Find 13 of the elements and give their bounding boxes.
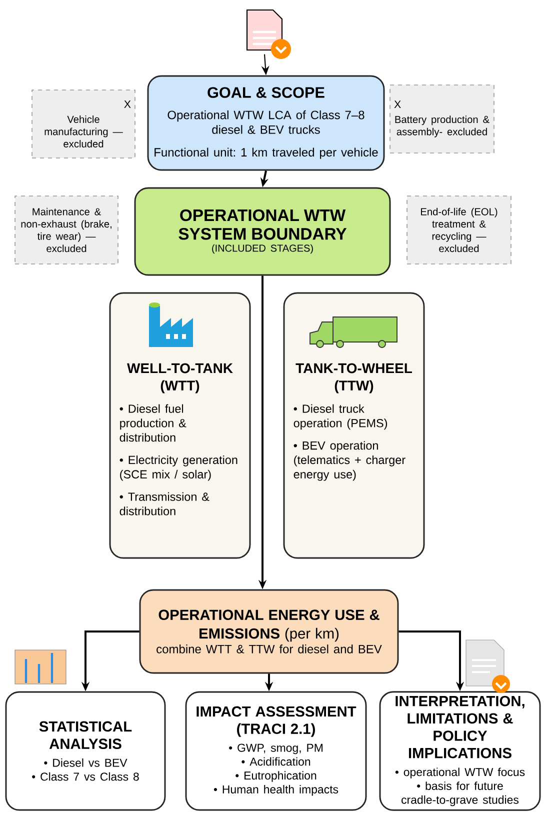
excluded-box: End-of-life (EOL) treatment & recycling — excluded <box>406 196 512 264</box>
stage-box: TANK-TO-WHEEL (TTW) • Diesel truck operation (PEMS) • BEV operation (telematics + charger energy use) <box>283 292 425 559</box>
process-box: IMPACT ASSESSMENT (TRACI 2.1) • GWP, smog, PM • Acidification • Eutrophication • Human health impacts <box>185 691 367 811</box>
excluded-box: X Vehicle manufacturing — excluded <box>32 90 136 158</box>
process-box: STATISTICAL ANALYSIS • Diesel vs BEV • Class 7 vs Class 8 <box>5 691 166 811</box>
goal-box: GOAL & SCOPE Operational WTW LCA of Class 7–8 diesel & BEV trucks Functional unit: 1 km traveled per vehicle <box>147 75 385 171</box>
excluded-box: X Battery production & assembly- excluded <box>390 84 494 154</box>
process-box: INTERPRETATION, LIMITATIONS & POLICY IMPLICATIONS • operational WTW focus • basis for future cradle-to-grave studies <box>379 691 541 811</box>
document-icon <box>246 9 291 59</box>
excluded-box: Maintenance & non-exhaust (brake, tire wear) — excluded <box>14 196 118 264</box>
boundary-box: OPERATIONAL WTW SYSTEM BOUNDARY (INCLUDED STAGES) <box>134 187 391 276</box>
process-box: OPERATIONAL ENERGY USE & EMISSIONS (per km) combine WTT & TTW for diesel and BEV <box>139 589 399 674</box>
stage-box: WELL-TO-TANK (WTT) • Diesel fuel production & distribution • Electricity generation (SCE mix / solar) • Transmission & distribution <box>109 292 251 559</box>
